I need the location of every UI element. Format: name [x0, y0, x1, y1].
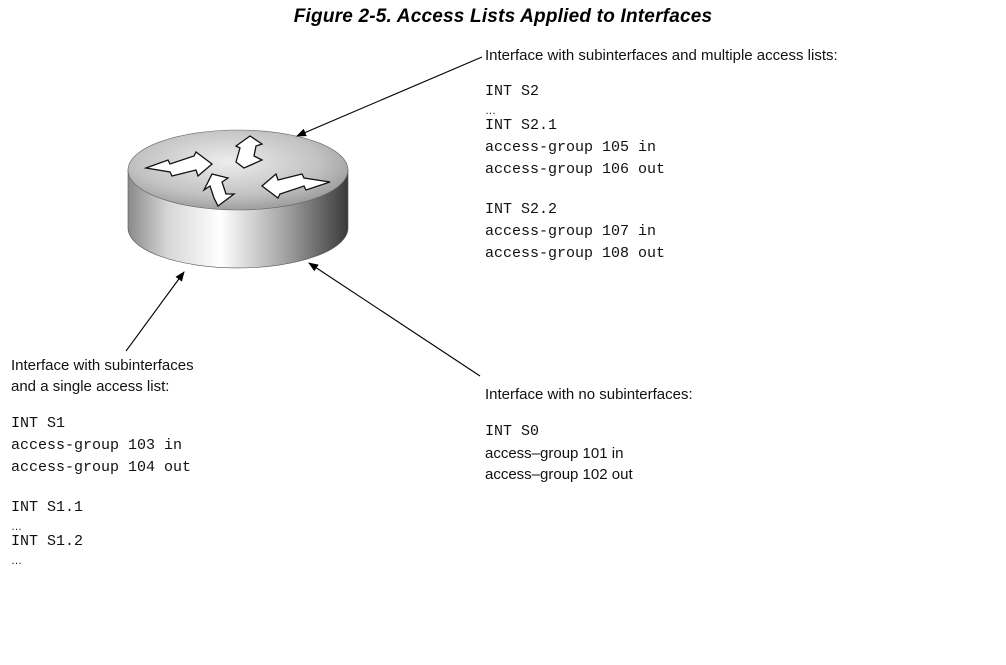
config-line: access–group 102 out: [485, 466, 633, 483]
config-line: INT S2.1: [485, 117, 558, 134]
config-line: access-group 107 in: [485, 223, 657, 240]
subinterfaces-multiple-acl-block: Interface with subinterfaces and multipl…: [485, 45, 838, 265]
ellipsis: …: [11, 521, 22, 533]
block-heading: Interface with subinterfaces and multipl…: [485, 47, 838, 64]
subinterfaces-single-acl-block: Interface with subinterfaces and a singl…: [11, 355, 194, 567]
arrow-to-bottom-left: [125, 271, 185, 352]
block-heading: and a single access list:: [11, 378, 170, 395]
config-line: access-group 108 out: [485, 245, 666, 262]
router-arrow-4: [202, 173, 236, 207]
block-heading: Interface with no subinterfaces:: [485, 386, 693, 403]
config-line: INT S1.1: [11, 499, 84, 516]
config-line: access–group 101 in: [485, 445, 624, 462]
config-line: access-group 105 in: [485, 139, 657, 156]
config-line: INT S2.2: [485, 201, 558, 218]
ellipsis: …: [485, 105, 496, 117]
config-line: access-group 103 in: [11, 437, 183, 454]
figure-title: Figure 2-5. Access Lists Applied to Inte…: [293, 6, 713, 27]
block-heading: Interface with subinterfaces: [11, 357, 194, 374]
arrow-to-top-right: [296, 56, 483, 137]
config-line: access-group 106 out: [485, 161, 666, 178]
router-arrow-3: [234, 135, 264, 169]
ellipsis: …: [11, 555, 22, 567]
config-line: INT S1: [11, 415, 66, 432]
router-arrow-1: [143, 151, 214, 178]
config-line: access-group 104 out: [11, 459, 192, 476]
router-arrow-2: [260, 172, 331, 199]
no-subinterfaces-block: Interface with no subinterfaces: INT S0 …: [485, 384, 693, 485]
arrow-to-bottom-right: [308, 262, 481, 377]
config-line: INT S2: [485, 83, 540, 100]
config-line: INT S1.2: [11, 533, 84, 550]
router-icon: [127, 129, 349, 269]
config-line: INT S0: [485, 423, 540, 440]
